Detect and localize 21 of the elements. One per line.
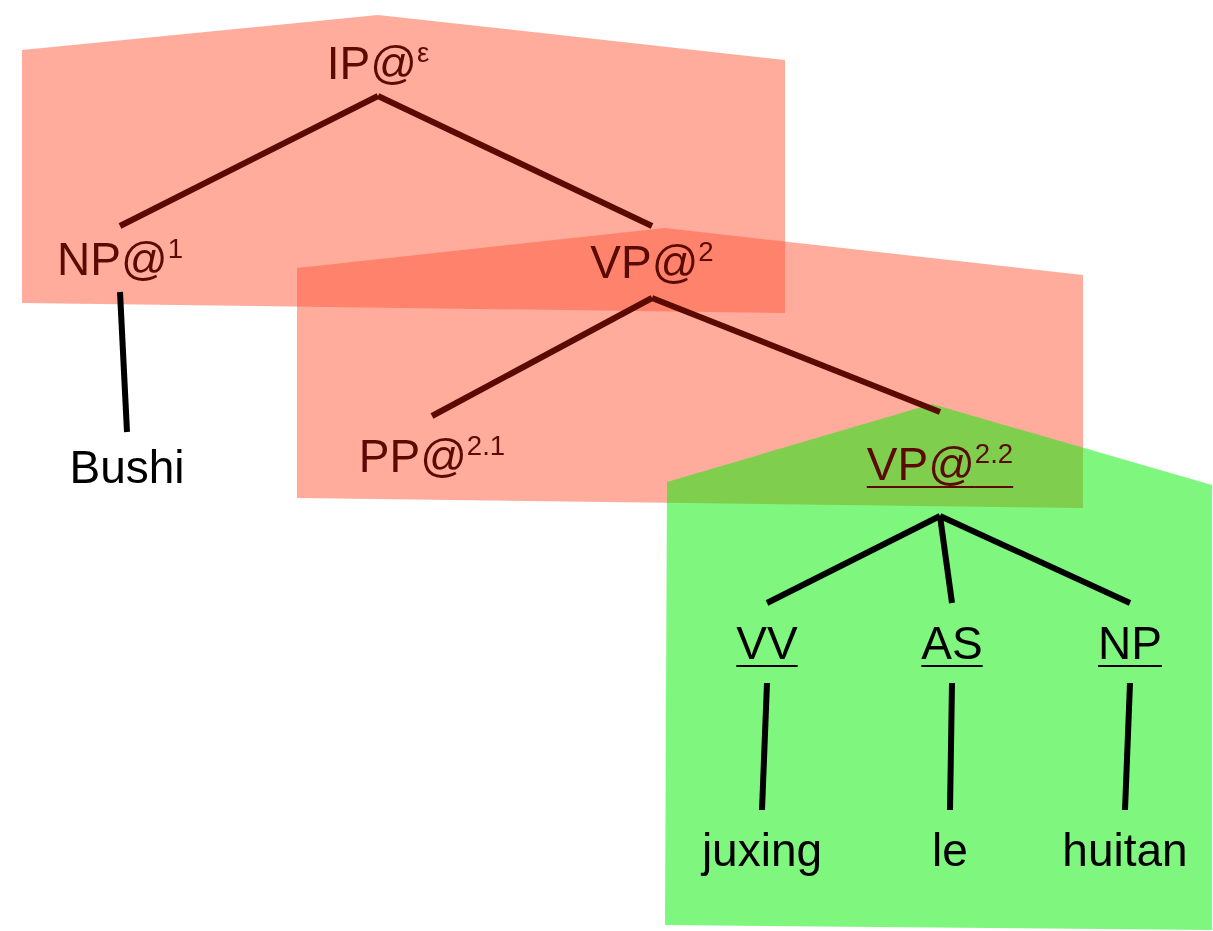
tree-node-label: huitan: [1062, 823, 1188, 877]
tree-branch: [118, 93, 380, 229]
tree-branch: [947, 682, 955, 811]
tree-branch: [1122, 682, 1133, 811]
tree-node-label: juxing: [701, 823, 823, 877]
tree-branch: [117, 291, 130, 433]
tree-branch: [938, 513, 1132, 606]
tree-node-label: Bushi: [69, 440, 185, 494]
tree-branch: [759, 682, 770, 811]
tree-node-label: VP@$^{2.2}$: [866, 437, 1014, 491]
tree-node-label: NP@$^{1}$: [57, 232, 183, 286]
tree-node-label: NP: [1098, 616, 1162, 670]
tree-node-label: AS: [921, 616, 983, 670]
tree-branch: [765, 513, 942, 606]
tree-node-label: PP@$^{2.1}$: [358, 429, 506, 483]
tree-branch: [430, 295, 654, 419]
tree-node-label: VP@$^{2}$: [590, 235, 714, 289]
tree-node-label: VV: [736, 616, 798, 670]
tree-node-label: IP@$^{ε}$: [326, 36, 430, 90]
tree-node-label: le: [932, 823, 968, 877]
tree-branch: [376, 93, 654, 229]
